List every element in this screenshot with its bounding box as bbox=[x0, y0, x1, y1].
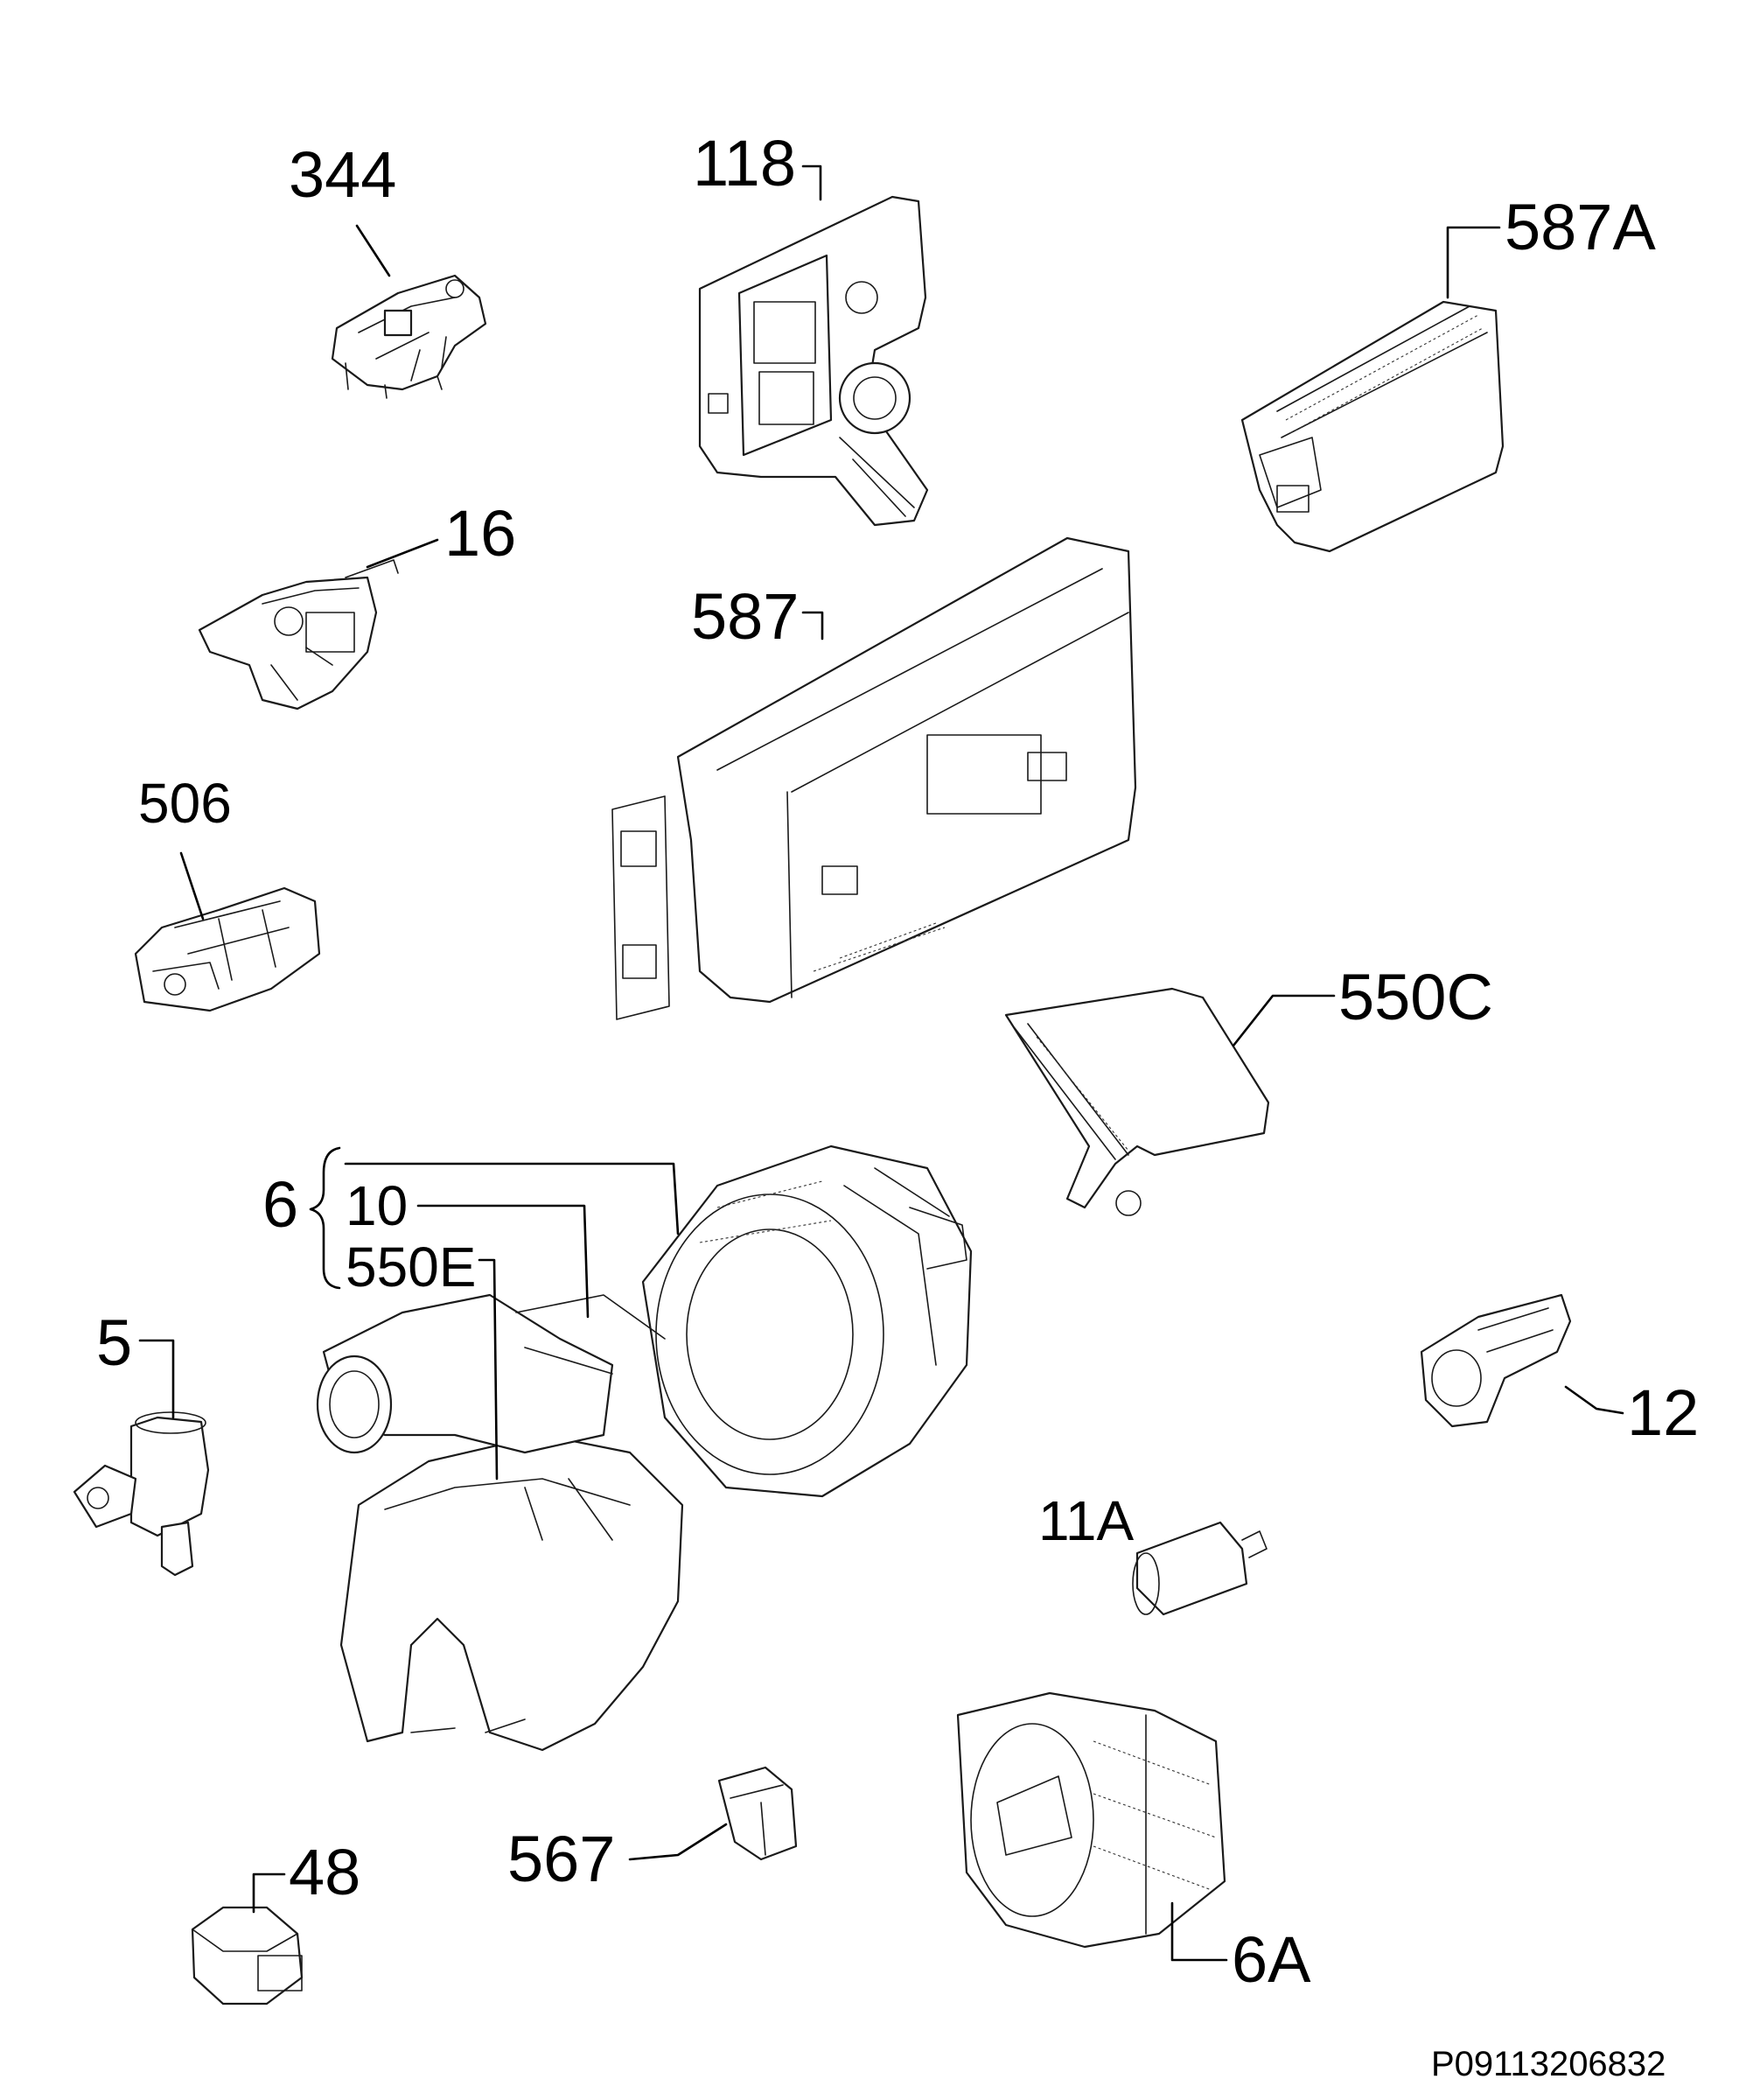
label-16: 16 bbox=[444, 497, 516, 570]
reference-code: P09113206832 bbox=[1431, 2045, 1666, 2083]
label-567: 567 bbox=[507, 1823, 615, 1895]
leader-12 bbox=[1564, 1385, 1624, 1415]
label-550C: 550C bbox=[1338, 961, 1493, 1033]
part-16 bbox=[198, 559, 399, 710]
leader-16 bbox=[366, 538, 439, 569]
leader-6 bbox=[344, 1162, 680, 1236]
label-550E: 550E bbox=[346, 1236, 476, 1298]
part-567 bbox=[717, 1766, 798, 1861]
leader-48 bbox=[252, 1872, 286, 1914]
label-6A: 6A bbox=[1232, 1923, 1311, 1996]
part-48 bbox=[191, 1906, 304, 2006]
leader-550C bbox=[1232, 994, 1336, 1047]
label-12: 12 bbox=[1627, 1376, 1699, 1449]
label-118: 118 bbox=[693, 127, 796, 200]
label-587A: 587A bbox=[1505, 191, 1656, 263]
label-506: 506 bbox=[138, 772, 232, 835]
part-587A bbox=[1240, 300, 1505, 553]
part-344 bbox=[331, 274, 487, 399]
part-118 bbox=[698, 195, 929, 527]
part-587 bbox=[611, 536, 1137, 1020]
leader-587A bbox=[1446, 226, 1501, 299]
leader-344 bbox=[355, 224, 391, 277]
label-10: 10 bbox=[346, 1174, 408, 1237]
leader-10 bbox=[416, 1204, 590, 1319]
part-506 bbox=[134, 886, 321, 1012]
part-550C bbox=[1004, 987, 1270, 1216]
leader-5 bbox=[138, 1339, 175, 1419]
label-6: 6 bbox=[262, 1168, 298, 1241]
leader-550E bbox=[478, 1258, 499, 1480]
label-344: 344 bbox=[289, 138, 396, 211]
part-12 bbox=[1420, 1293, 1572, 1428]
leader-118 bbox=[801, 164, 822, 201]
part-11A bbox=[1132, 1521, 1268, 1616]
label-587: 587 bbox=[691, 580, 799, 653]
label-11A: 11A bbox=[1038, 1489, 1134, 1552]
part-6A bbox=[956, 1691, 1226, 1949]
part-6-pump-assembly bbox=[316, 1144, 973, 1752]
leader-506 bbox=[179, 851, 205, 920]
brace-6 bbox=[309, 1146, 341, 1290]
label-48: 48 bbox=[289, 1836, 360, 1908]
leader-587 bbox=[801, 611, 824, 640]
label-5: 5 bbox=[96, 1306, 132, 1379]
leader-6A bbox=[1170, 1901, 1228, 1962]
part-5 bbox=[73, 1411, 210, 1577]
leader-567 bbox=[628, 1823, 728, 1861]
